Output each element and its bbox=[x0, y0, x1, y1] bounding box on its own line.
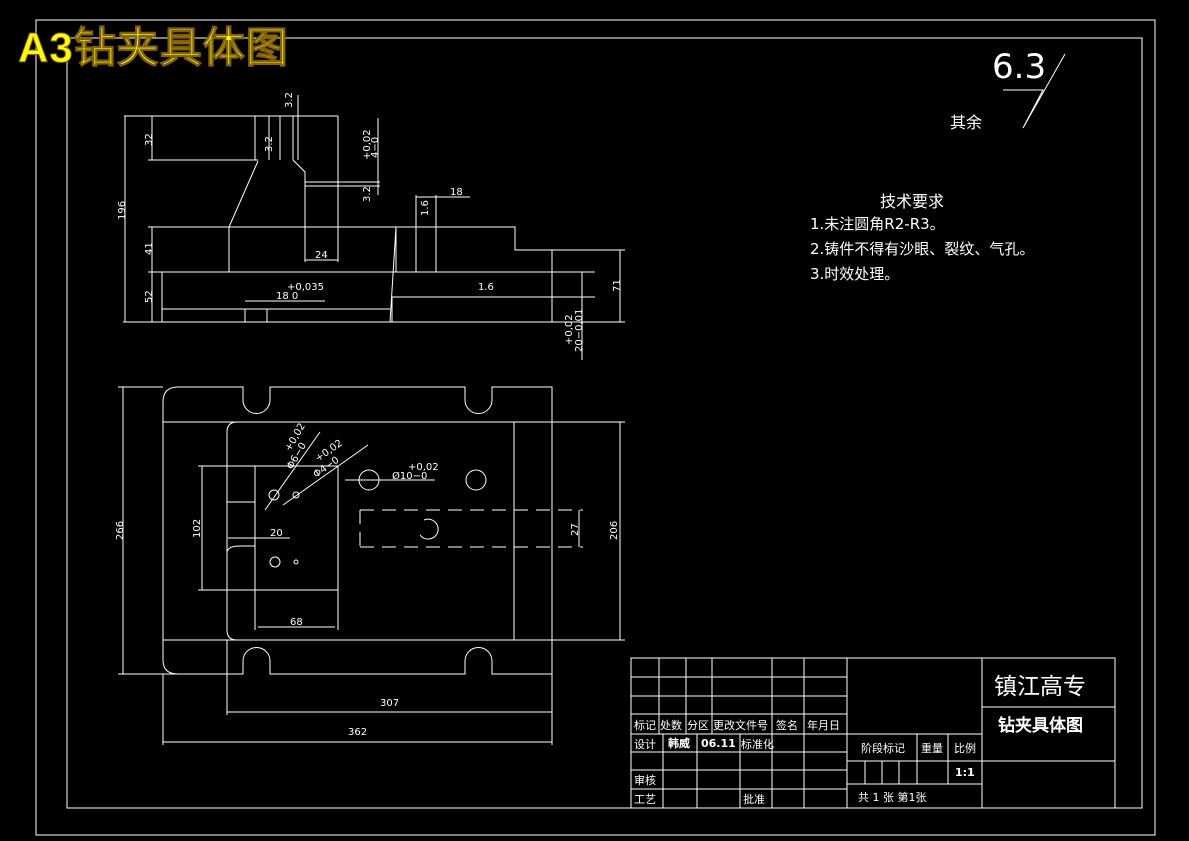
header-zone: 分区 bbox=[687, 719, 709, 732]
header-count: 处数 bbox=[660, 719, 682, 732]
dim-slot-18: 18 0 bbox=[276, 291, 298, 302]
dim-hole10-tol: +0,02 bbox=[408, 462, 439, 473]
scale-value: 1:1 bbox=[955, 766, 975, 779]
roughness-mark: 3.2 bbox=[264, 136, 275, 152]
review-label: 审核 bbox=[634, 773, 656, 787]
dim-32: 32 bbox=[144, 133, 155, 146]
dim-102: 102 bbox=[192, 519, 203, 538]
dim-hole10: Ø10−0 bbox=[392, 470, 427, 482]
header-signature: 签名 bbox=[776, 718, 798, 732]
dim-266: 266 bbox=[115, 521, 126, 540]
title-block: 标记 处数 分区 更改文件号 签名 年月日 设计 韩威 06.11 标准化 审核… bbox=[630, 657, 1116, 809]
dim-196: 196 bbox=[117, 201, 128, 220]
drawing-title: A3钻夹具体图 bbox=[18, 24, 289, 72]
process-label: 工艺 bbox=[634, 793, 656, 806]
dim-right-18: 18 bbox=[450, 187, 463, 198]
header-date: 年月日 bbox=[807, 718, 840, 732]
outer-border bbox=[35, 19, 1156, 836]
dim-tol20-upper: +0,02 bbox=[564, 314, 575, 345]
dim-362: 362 bbox=[348, 727, 367, 738]
approve-label: 批准 bbox=[743, 792, 765, 806]
front-view: 196 32 41 52 24 +0,035 18 0 18 71 +0,02 … bbox=[117, 92, 625, 360]
design-date: 06.11 bbox=[701, 737, 736, 750]
dim-206: 206 bbox=[609, 521, 620, 540]
tech-requirement-item: 1.未注圆角R2-R3。 bbox=[810, 215, 945, 233]
dim-slot-tol: +0,035 bbox=[287, 282, 324, 293]
header-change-doc: 更改文件号 bbox=[713, 718, 768, 732]
weight-label: 重量 bbox=[921, 741, 943, 755]
dim-20: 20 bbox=[270, 528, 283, 539]
header-mark: 标记 bbox=[634, 718, 656, 732]
roughness-symbol: 6.3 bbox=[992, 47, 1066, 129]
designer-name: 韩威 bbox=[668, 736, 690, 750]
tech-requirements-heading: 技术要求 bbox=[880, 192, 945, 211]
roughness-label: 其余 bbox=[950, 113, 982, 132]
sheet-count: 共 1 张 第1张 bbox=[858, 790, 927, 804]
plan-view: 266 206 27 102 20 68 307 362 +0,02 Φ6−0 … bbox=[115, 386, 625, 745]
design-label: 设计 bbox=[634, 738, 656, 751]
roughness-value: 6.3 bbox=[992, 47, 1046, 87]
inner-border bbox=[66, 37, 1143, 809]
stage-label: 阶段标记 bbox=[861, 741, 905, 755]
dim-tol4-upper: +0,02 bbox=[362, 129, 373, 160]
standard-label: 标准化 bbox=[741, 737, 774, 751]
roughness-mark: 3.2 bbox=[284, 92, 295, 108]
roughness-mark: 1.6 bbox=[478, 282, 494, 293]
tech-requirement-item: 2.铸件不得有沙眼、裂纹、气孔。 bbox=[810, 240, 1035, 258]
drawing-name: 钻夹具体图 bbox=[998, 715, 1083, 736]
roughness-mark: 3.2 bbox=[362, 186, 373, 202]
dim-52: 52 bbox=[144, 290, 155, 303]
dim-68: 68 bbox=[290, 617, 303, 628]
dim-41: 41 bbox=[144, 242, 155, 255]
scale-label: 比例 bbox=[954, 741, 976, 755]
dim-307: 307 bbox=[380, 698, 399, 709]
dim-27: 27 bbox=[570, 523, 581, 536]
dim-71: 71 bbox=[612, 279, 623, 292]
school-name: 镇江高专 bbox=[994, 674, 1086, 700]
roughness-mark: 1.6 bbox=[420, 200, 431, 216]
tech-requirement-item: 3.时效处理。 bbox=[810, 265, 900, 283]
dim-tol4: 4−0 bbox=[370, 137, 381, 158]
dim-24: 24 bbox=[315, 250, 328, 261]
dim-tol20: 20−0,01 bbox=[574, 309, 585, 352]
